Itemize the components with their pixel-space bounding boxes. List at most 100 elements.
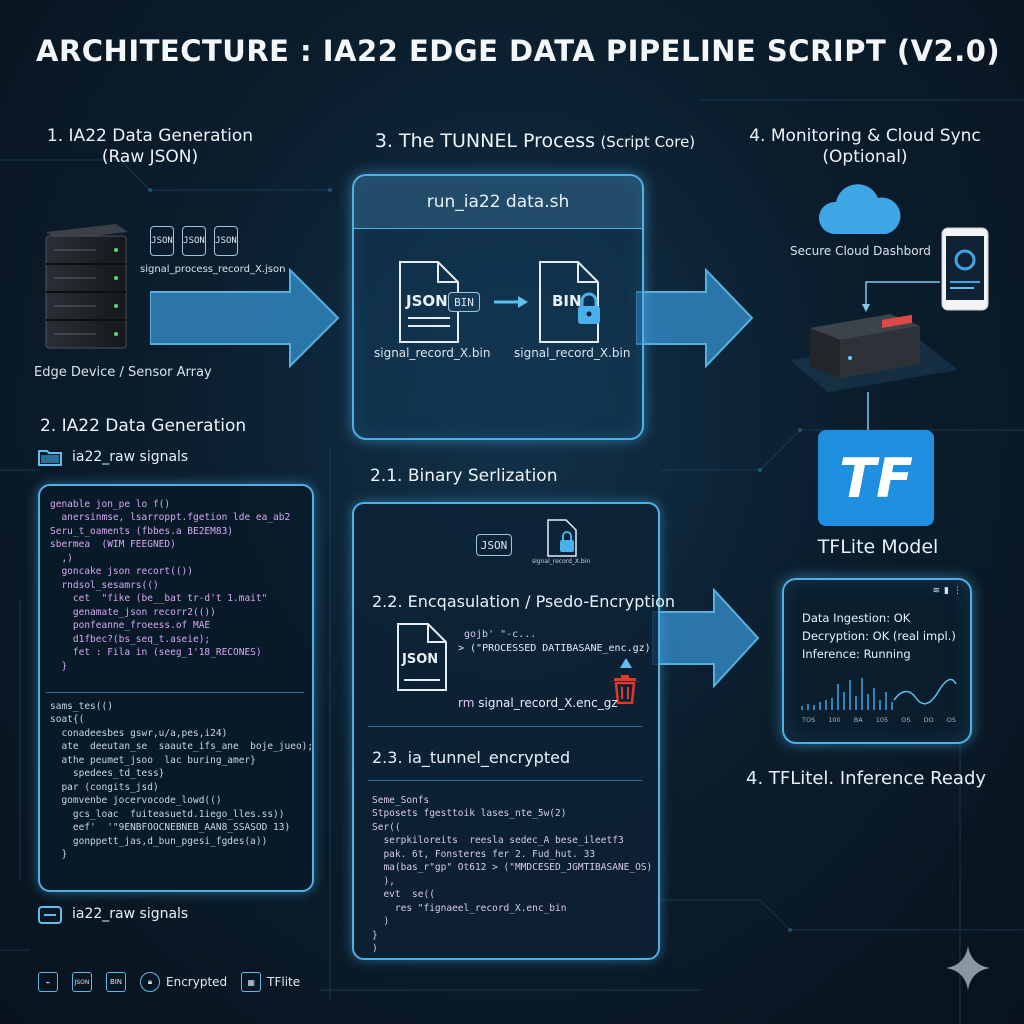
code-bottom-line: gonppett_jas,d_bun_pgesi_fgdes(a)) (50, 835, 268, 847)
section4-title: 4. Monitoring & Cloud Sync (749, 126, 981, 146)
code-tunnel-line: serpkiloreits reesla sedec_A bese_ileetf… (372, 835, 624, 847)
code-bottom-line: par (congits_jsd) (50, 781, 159, 793)
axis-tick: 100 (828, 716, 841, 724)
smartphone-icon (941, 227, 989, 311)
legend-label: TFlite (267, 975, 301, 989)
code-bottom-line: ate deeutan_se saaute_ifs_ane boje_jueo)… (50, 741, 314, 753)
code-bottom-line: soat{( (50, 714, 85, 726)
arrow-to-monitoring (636, 268, 754, 368)
legend-item: ▦ TFlite (241, 972, 300, 992)
json-small-icon: JSON (476, 534, 512, 556)
status-line: Data Ingestion: OK (802, 611, 911, 625)
folder-icon (38, 450, 62, 466)
axis-tick: OS (946, 716, 956, 724)
section4-heading: 4. Monitoring & Cloud Sync (Optional) (720, 126, 1010, 169)
up-triangle-icon (620, 658, 632, 668)
right-file-label: signal_record_X.bin (514, 346, 631, 360)
code-tunnel-line: res "fignaeel_record_X.enc_bin (372, 902, 567, 914)
axis-tick: 105 (875, 716, 889, 724)
lock-file-label: signal_record_X.bin (532, 558, 591, 565)
json-file-icon: JSON (150, 226, 174, 256)
server-to-tflite-line (867, 392, 869, 432)
arrow-to-tunnel (150, 268, 340, 368)
code-tunnel-line: ma(bas_r"gp" Ot612 > ("MMDCESED_JGMTIBAS… (372, 862, 653, 874)
axis-tick: DO (923, 716, 934, 724)
code-bottom-line: gomvenbe jocervocode_lowd(() (50, 795, 222, 807)
trash-icon (614, 675, 636, 704)
files-label: signal_process_record_X.json (140, 264, 286, 275)
code-top-line: ponfeanne_froeess.of MAE (50, 620, 211, 632)
status-lines: Data Ingestion: OK Decryption: OK (real … (802, 610, 956, 663)
script-name: run_ia22 data.sh (354, 176, 642, 229)
bin-icon: BIN (106, 972, 126, 992)
cloud-icon (818, 184, 901, 234)
rm-command: rm signal_record_X.enc_gz (458, 696, 618, 710)
code-tunnel-line: pak. 6t, Fonsteres fer 2. Fud_hut. 33 (372, 848, 596, 860)
cmd-line-2: > ("PROCESSED DATIBASANE_enc.gz) (458, 643, 651, 654)
tflite-logo: TF (818, 430, 934, 526)
menu-icon: ⋮ (953, 586, 962, 596)
json-bin-file-icon (399, 261, 459, 343)
legend-item: JSON (72, 972, 92, 992)
code-top-line: d1fbec?(bs_seq_t.aseie); (50, 633, 211, 645)
code-tunnel-line: ), (372, 875, 395, 887)
axis-tick: BA (853, 716, 863, 724)
code-tunnel-line: evt se(( (372, 889, 435, 901)
code-bottom-line: eef' '"9ENBFOOCNEBNEB_AAN8_SSASOD 13) (50, 822, 291, 834)
axis-tick: OS (901, 716, 911, 724)
code-block-top: genable jon_pe lo f() anersinmse, lsarro… (50, 498, 290, 673)
code-top-line: genamate_json recorr2(()) (50, 606, 216, 618)
code-divider (46, 692, 304, 693)
left-file-label: signal_record_X.bin (374, 346, 491, 360)
folder-icon (38, 906, 62, 924)
json-tag: JSON (406, 292, 448, 310)
section1-heading: 1. IA22 Data Generation (Raw JSON) (20, 126, 280, 169)
json-file-icon (397, 623, 447, 691)
sparkle-icon (946, 946, 990, 990)
cmd-line-1: gojb' "-c... (464, 629, 537, 640)
section2-heading: 2. IA22 Data Generation (40, 416, 247, 436)
code-tunnel-line: Seme_Sonfs (372, 795, 430, 806)
arrow-to-inference (652, 588, 760, 688)
code-bottom-line: } (50, 849, 68, 861)
code-bottom-line: conadeesbes gswr,u/a,pes,i24) (50, 727, 228, 739)
rm-prefix: rm (458, 696, 475, 710)
json-file-icon: JSON (182, 226, 206, 256)
raw-code-panel: genable jon_pe lo f() anersinmse, lsarro… (38, 484, 314, 892)
code-tunnel-line: ) (372, 916, 390, 928)
code-top-line: sbermea (WIM FEEGNED) (50, 539, 176, 551)
legend-item: ⌁ (38, 972, 58, 992)
folder-entry[interactable]: ia22_raw signals (38, 448, 188, 466)
code-top-line: goncake json recort(()) (50, 566, 193, 578)
code-top-line: fet : Fila in (seeg_1'18_RECONES) (50, 647, 262, 659)
panel-divider-2 (368, 780, 642, 781)
code-bottom-line: athe peumet_jsoo lac buring_amer} (50, 754, 256, 766)
code-top-line: rndsol_sesamrs(() (50, 579, 159, 591)
section1-title: 1. IA22 Data Generation (46, 126, 254, 146)
page-title: ARCHITECTURE : IA22 EDGE DATA PIPELINE S… (36, 34, 1001, 68)
code-tunnel-line: Ser(( (372, 821, 401, 833)
json-icon: JSON (72, 972, 92, 992)
lock-icon (578, 292, 600, 324)
convert-arrow-icon (494, 296, 528, 308)
section4-subtitle: (Optional) (822, 147, 908, 168)
axis-ticks: TOS 100 BA 105 OS DO OS (802, 716, 956, 724)
folder-entry-bottom[interactable]: ia22_raw signals (38, 904, 188, 924)
code-bottom-line: sams_tes(() (50, 701, 113, 712)
tunnel-process-panel: run_ia22 data.sh JSON BIN BIN signal_rec… (352, 174, 644, 440)
code-top-line: } (50, 660, 68, 672)
code-block-bottom: sams_tes(() soat{( conadeesbes gswr,u/a,p… (50, 700, 313, 862)
inference-ready-heading: 4. TFLitel. Inference Ready (746, 768, 987, 789)
section3-title: 3. The TUNNEL Process (374, 130, 596, 152)
code-bottom-line: gcs_loac fuiteasuetd.1iego_lles.ss)) (50, 808, 285, 820)
legend-item: BIN (106, 972, 126, 992)
monitor-panel: ≋ ▮ ⋮ Data Ingestion: OK Decryption: OK … (782, 578, 972, 744)
code-top-line: Seru_t_oaments (fbbes.a BE2EM83) (50, 525, 234, 537)
panel-divider (368, 726, 642, 727)
code-top-line: ,) (50, 552, 73, 564)
link-icon: ⌁ (38, 972, 58, 992)
section3-subtitle: (Script Core) (600, 133, 696, 151)
section3-heading: 3. The TUNNEL Process (Script Core) (350, 130, 720, 154)
axis-tick: TOS (802, 716, 816, 724)
